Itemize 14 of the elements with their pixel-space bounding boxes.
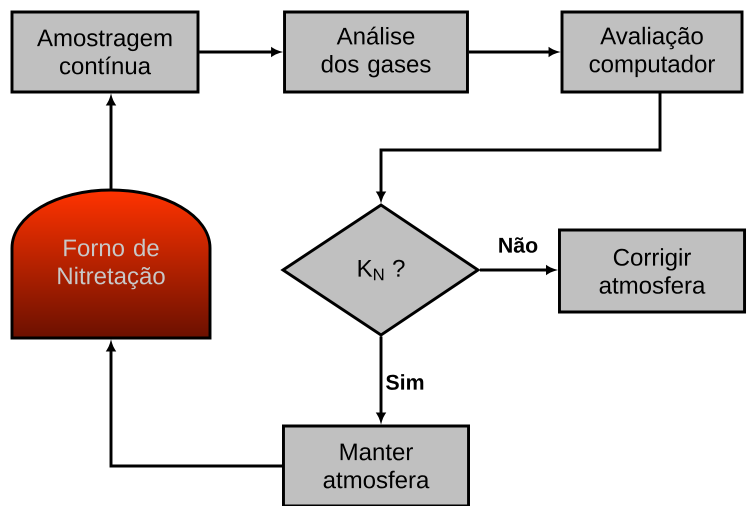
arrow — [468, 48, 558, 56]
arrow — [199, 48, 280, 56]
arrow — [376, 93, 662, 200]
edge-label: Não — [496, 236, 540, 254]
arrow — [376, 336, 386, 422]
arrow — [106, 342, 282, 468]
arrow — [480, 266, 555, 274]
process-box: Avaliação computador — [560, 10, 744, 94]
process-box: Amostragem contínua — [10, 10, 200, 94]
arrow — [106, 96, 116, 189]
process-box: Manter atmosfera — [282, 424, 470, 506]
process-box: Corrigir atmosfera — [558, 228, 746, 314]
edge-label: Sim — [384, 372, 426, 392]
process-box: Análise dos gases — [283, 10, 469, 94]
